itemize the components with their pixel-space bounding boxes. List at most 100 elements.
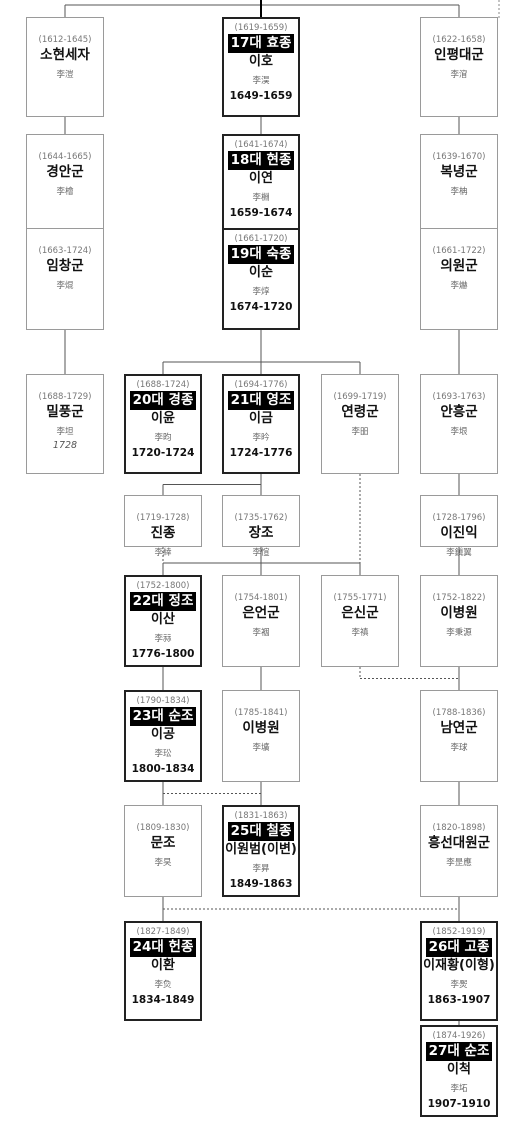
person-years: (1874-1926) bbox=[432, 1031, 486, 1041]
person-years: (1790-1834) bbox=[136, 696, 190, 706]
person-name: 이순 bbox=[249, 265, 273, 280]
person-name: 연령군 bbox=[341, 404, 379, 420]
person-name: 문조 bbox=[150, 835, 176, 851]
reign-period: 1849-1863 bbox=[229, 878, 293, 890]
person-hanja-name: 李淏 bbox=[252, 76, 270, 86]
person-hanja-name: 李緈 bbox=[154, 548, 172, 558]
person-years: (1852-1919) bbox=[432, 927, 486, 937]
person-name: 장조 bbox=[248, 525, 274, 541]
person-name: 이척 bbox=[447, 1062, 471, 1077]
person-years: (1820-1898) bbox=[432, 823, 486, 833]
person-name: 의원군 bbox=[440, 258, 478, 274]
king-title-label: 27대 순조 bbox=[425, 1042, 493, 1061]
reign-period: 1907-1910 bbox=[427, 1098, 491, 1110]
person-years: (1688-1729) bbox=[38, 392, 92, 402]
person-hanja-name: 李昰應 bbox=[446, 858, 472, 868]
person-name: 밀풍군 bbox=[46, 404, 84, 420]
person-box-heungseon: (1820-1898) 흥선대원군 李昰應 bbox=[420, 805, 498, 897]
reign-period: 1674-1720 bbox=[229, 301, 293, 313]
person-name: 임창군 bbox=[46, 258, 84, 274]
person-name: 이연 bbox=[249, 171, 273, 186]
king-title-label: 24대 헌종 bbox=[129, 938, 197, 957]
person-name: 이원범(이변) bbox=[225, 842, 297, 857]
reign-period: 1800-1834 bbox=[131, 763, 195, 775]
king-title-label: 22대 정조 bbox=[129, 592, 197, 611]
person-hanja-name: 李坧 bbox=[450, 1084, 468, 1094]
person-name: 이윤 bbox=[151, 411, 175, 426]
person-hanja-name: 李昍 bbox=[351, 427, 369, 437]
person-hanja-name: 李坦 bbox=[56, 427, 74, 437]
person-hanja-name: 李垠 bbox=[450, 427, 468, 437]
person-hanja-name: 李球 bbox=[450, 743, 468, 753]
person-years: (1719-1728) bbox=[136, 513, 190, 523]
person-name: 경안군 bbox=[46, 164, 84, 180]
king-title-label: 18대 현종 bbox=[227, 151, 295, 170]
person-name: 이공 bbox=[151, 727, 175, 742]
king-title-label: 17대 효종 bbox=[227, 34, 295, 53]
reign-period: 1776-1800 bbox=[131, 648, 195, 660]
person-years: (1661-1720) bbox=[234, 234, 288, 244]
person-name: 이병원 bbox=[440, 605, 478, 621]
person-name: 진종 bbox=[150, 525, 176, 541]
king-title-label: 19대 숙종 bbox=[227, 245, 295, 264]
person-hanja-name: 李昀 bbox=[154, 433, 172, 443]
person-years: (1809-1830) bbox=[136, 823, 190, 833]
person-hanja-name: 李愃 bbox=[252, 548, 270, 558]
person-years: (1752-1822) bbox=[432, 593, 486, 603]
person-years: (1693-1763) bbox=[432, 392, 486, 402]
person-years: (1755-1771) bbox=[333, 593, 387, 603]
person-name: 복녕군 bbox=[440, 164, 478, 180]
person-box-eunsin: (1755-1771) 은신군 李禛 bbox=[321, 575, 399, 667]
person-name: 이호 bbox=[249, 54, 273, 69]
person-years: (1827-1849) bbox=[136, 927, 190, 937]
king-title-label: 25대 철종 bbox=[227, 822, 295, 841]
person-years: (1785-1841) bbox=[234, 708, 288, 718]
king-title-label: 26대 고종 bbox=[425, 938, 493, 957]
person-name: 이환 bbox=[151, 958, 175, 973]
person-hanja-name: 李祘 bbox=[154, 634, 172, 644]
person-hanja-name: 李旲 bbox=[154, 858, 172, 868]
reign-period: 1834-1849 bbox=[131, 994, 195, 1006]
person-name: 인평대군 bbox=[434, 47, 484, 63]
person-hanja-name: 李㴭 bbox=[450, 70, 468, 80]
person-box-jinjong: (1719-1728) 진종 李緈 bbox=[124, 495, 202, 558]
person-years: (1752-1800) bbox=[136, 581, 190, 591]
person-hanja-name: 李昑 bbox=[252, 433, 270, 443]
person-hanja-name: 李㷩 bbox=[450, 980, 468, 990]
reign-period: 1863-1907 bbox=[427, 994, 491, 1006]
person-hanja-name: 李禛 bbox=[351, 628, 369, 638]
person-hanja-name: 李棩 bbox=[252, 193, 270, 203]
person-hanja-name: 李焜 bbox=[56, 281, 74, 291]
person-years: (1619-1659) bbox=[234, 23, 288, 33]
person-hanja-name: 李昪 bbox=[252, 864, 270, 874]
reign-period: 1720-1724 bbox=[131, 447, 195, 459]
person-years: (1694-1776) bbox=[234, 380, 288, 390]
king-title-label: 20대 경종 bbox=[129, 391, 197, 410]
person-hanja-name: 李裀 bbox=[252, 628, 270, 638]
reign-period: 1649-1659 bbox=[229, 90, 293, 102]
king-title-label: 23대 순조 bbox=[129, 707, 197, 726]
person-name: 은신군 bbox=[341, 605, 379, 621]
person-name: 이금 bbox=[249, 411, 273, 426]
person-name: 흥선대원군 bbox=[427, 835, 491, 851]
person-years: (1728-1796) bbox=[432, 513, 486, 523]
reign-period: 1724-1776 bbox=[229, 447, 293, 459]
person-name: 이재황(이형) bbox=[423, 958, 495, 973]
